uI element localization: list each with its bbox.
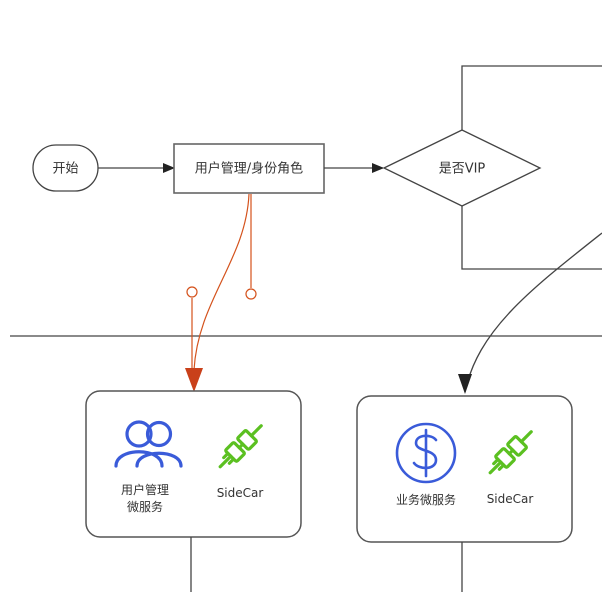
user-service-name-line1: 用户管理 (121, 482, 169, 497)
business-service-card[interactable]: 业务微服务 SideCar (356, 395, 573, 543)
arrowhead-to-user-service (185, 368, 203, 392)
interface-port-left (186, 286, 198, 298)
vip-decision-node[interactable]: 是否VIP (382, 129, 542, 207)
start-label: 开始 (52, 162, 78, 177)
arrowhead-to-business-service (458, 374, 472, 394)
user-role-label: 用户管理/身份角色 (195, 161, 303, 177)
business-sidecar-label: SideCar (487, 492, 534, 506)
plug-icon (218, 424, 263, 469)
user-service-card[interactable]: 用户管理 微服务 SideCar (85, 390, 302, 538)
interface-port-right (245, 288, 257, 300)
plug-icon (488, 430, 533, 475)
vip-branch-yes (461, 65, 602, 130)
users-icon (114, 420, 183, 468)
connector-to-business-service (464, 232, 602, 393)
user-sidecar-label: SideCar (217, 486, 264, 500)
user-service-name-line2: 微服务 (127, 499, 163, 514)
dollar-icon (395, 422, 457, 484)
business-service-name: 业务微服务 (396, 492, 456, 507)
vip-decision-label: 是否VIP (439, 162, 486, 177)
vip-branch-no (461, 206, 602, 270)
start-node[interactable]: 开始 (32, 144, 99, 192)
user-role-interface-connector (185, 193, 257, 392)
user-role-node[interactable]: 用户管理/身份角色 (173, 143, 325, 194)
